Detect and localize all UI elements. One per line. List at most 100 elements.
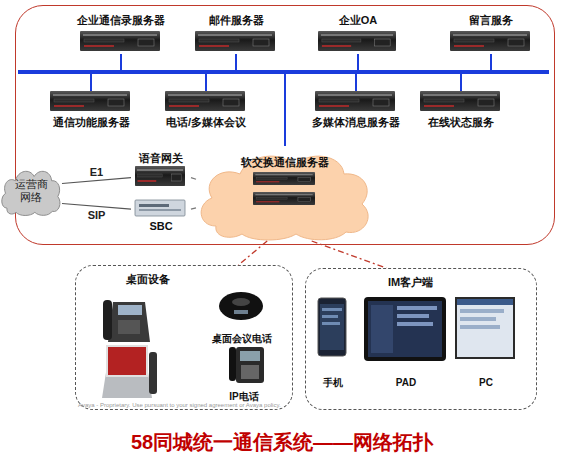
carrier-cloud: 运营商网络 <box>0 166 62 216</box>
edge-label: SIP <box>88 209 106 221</box>
system-boundary: 企业通信录服务器 邮件服务器 企业OA 留言服务通信功能服务器 电话/多媒体会议 多媒体消… <box>15 5 555 245</box>
chat-line <box>460 317 496 321</box>
phone-handset <box>103 300 112 340</box>
sbc-node: SBC <box>131 199 191 233</box>
gateway-icon <box>135 166 185 186</box>
phone-screen <box>118 305 142 315</box>
chat-line <box>397 306 437 310</box>
server-node: 通信功能服务器 <box>41 91 141 129</box>
conference-speaker <box>232 298 250 306</box>
connector <box>285 54 358 146</box>
device-node: PAD <box>361 297 451 389</box>
node-label: 电话/多媒体会议 <box>166 115 246 129</box>
node-label: 多媒体消息服务器 <box>312 115 400 129</box>
ip-phone <box>236 347 264 383</box>
pc-window <box>455 297 515 359</box>
server-node: 留言服务 <box>441 13 541 54</box>
node-label: SBC <box>149 219 172 233</box>
server-node: 在线状态服务 <box>411 91 511 129</box>
connector <box>285 72 461 146</box>
node-label: 手机 <box>323 376 343 389</box>
chat-line <box>397 314 429 318</box>
device-group: 桌面设备桌面会议电话 IP电话 <box>75 265 293 410</box>
desk-phone <box>108 302 150 342</box>
node-label: 邮件服务器 <box>209 13 264 27</box>
node-label: 桌面会议电话 <box>212 332 272 345</box>
connector <box>206 72 285 146</box>
tablet-panel <box>371 305 393 353</box>
node-label: PC <box>479 376 493 389</box>
node-label: PAD <box>396 376 416 389</box>
cloud-shape <box>201 156 368 240</box>
server-icon <box>50 91 130 111</box>
cloud-shape <box>2 171 60 215</box>
server-icon <box>450 31 530 51</box>
server-icon <box>318 31 396 51</box>
server-node: 邮件服务器 <box>186 13 286 54</box>
connector <box>312 241 387 268</box>
conference-phone <box>219 292 263 320</box>
server-icon <box>420 91 500 111</box>
device-group: IM客户端手机PADPC <box>305 268 537 410</box>
server-node: 企业OA <box>308 13 408 54</box>
connector <box>285 54 491 146</box>
sbc-stripe <box>139 209 181 211</box>
connector <box>285 72 356 146</box>
server-node: 电话/多媒体会议 <box>151 91 261 129</box>
tablet-screen <box>368 301 442 357</box>
chat-line <box>397 322 433 326</box>
connector <box>239 241 268 265</box>
connector <box>91 72 285 146</box>
mobile-device <box>318 298 346 356</box>
node-label: 企业通信录服务器 <box>77 13 165 27</box>
server-node: 多媒体消息服务器 <box>301 91 411 129</box>
node-label: 在线状态服务 <box>428 115 494 129</box>
video-screen <box>107 346 147 376</box>
node-label: 桌面设备 <box>126 272 170 286</box>
node-label: IP电话 <box>229 390 258 403</box>
device-node: 桌面会议电话 <box>199 287 285 345</box>
server-icon <box>195 31 275 51</box>
server-icon <box>165 91 245 111</box>
chat-line <box>322 308 342 311</box>
conference-display <box>234 310 248 314</box>
gateway-node: 语音网关 <box>131 151 191 189</box>
network-bus <box>18 70 549 74</box>
node-label: 企业OA <box>339 13 378 27</box>
ip-phone-keypad <box>241 365 259 379</box>
video-phone <box>102 366 152 398</box>
phone-handset <box>149 352 157 394</box>
connector <box>191 178 196 180</box>
pc-titlebar <box>457 299 513 305</box>
node-label: 留言服务 <box>469 13 513 27</box>
device-node: PC <box>451 297 521 389</box>
watermark-note: Avaya - Proprietary. Use pursuant to you… <box>78 401 281 409</box>
connector <box>62 204 131 210</box>
sbc-stripe <box>139 204 169 207</box>
server-node: 企业通信录服务器 <box>59 13 183 54</box>
chat-line <box>460 309 504 313</box>
node-label: 通信功能服务器 <box>53 115 130 129</box>
server-icon <box>253 192 315 205</box>
phone-keypad <box>118 320 140 334</box>
chat-line <box>322 315 338 318</box>
connector <box>236 54 285 146</box>
tablet-device <box>364 297 446 361</box>
server-icon <box>315 91 395 111</box>
chat-line <box>322 322 340 325</box>
connector <box>191 208 196 209</box>
connector <box>121 54 285 146</box>
phone-handset <box>229 347 236 381</box>
server-icon <box>80 31 160 51</box>
connector <box>62 178 131 184</box>
node-label: 语音网关 <box>139 151 183 165</box>
node-label: 软交换通信服务器 <box>241 155 329 169</box>
diagram-title: 58同城统一通信系统——网络拓扑 <box>0 429 564 455</box>
device-node: 手机 <box>311 297 355 389</box>
device-node: IP电话 <box>209 345 279 403</box>
node-label: 运营商网络 <box>13 178 49 204</box>
sbc-icon <box>135 200 185 216</box>
server-icon <box>253 172 315 185</box>
pc-screen <box>457 299 513 357</box>
